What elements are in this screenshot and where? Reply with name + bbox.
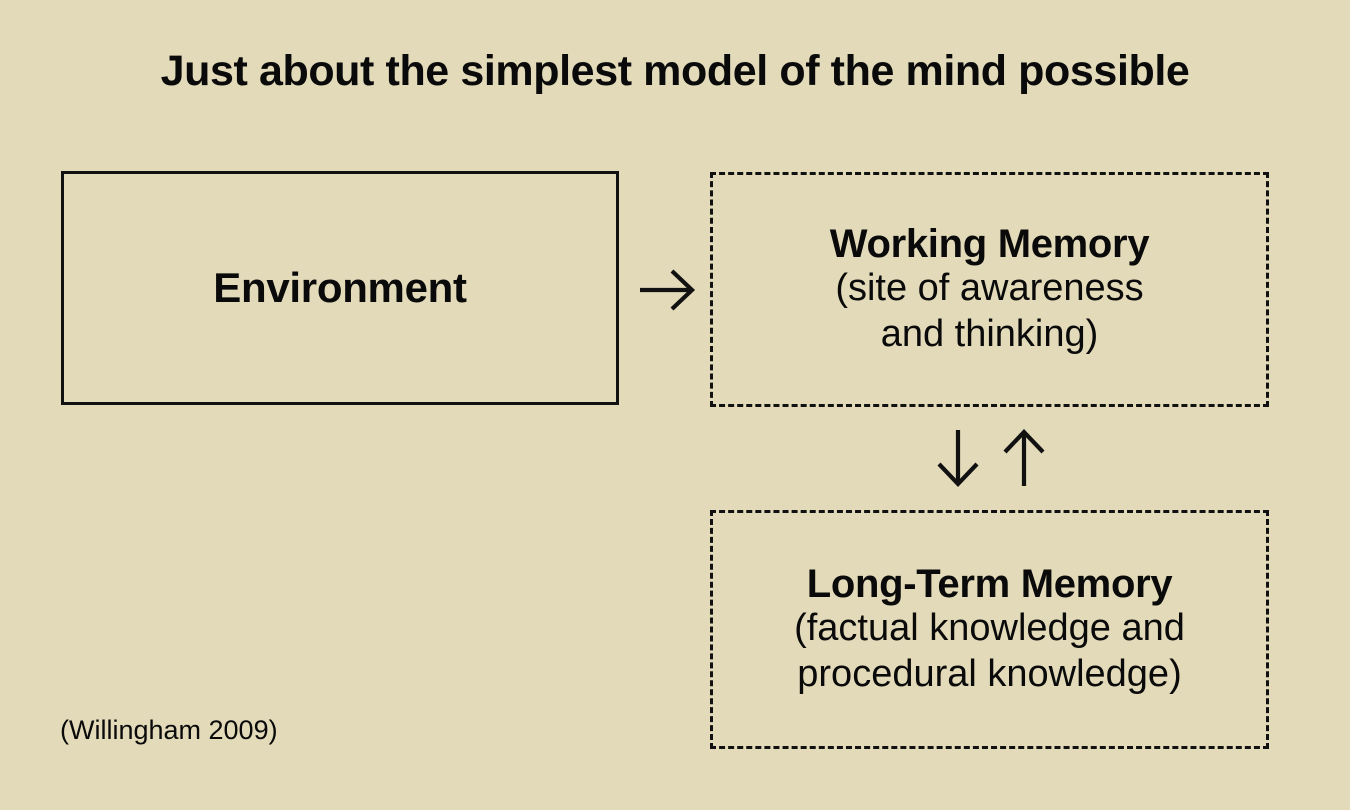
page-title: Just about the simplest model of the min…	[160, 47, 1190, 95]
node-long-term-memory: Long-Term Memory (factual knowledge and …	[710, 510, 1269, 749]
node-working-memory: Working Memory (site of awareness and th…	[710, 172, 1269, 407]
node-environment-heading: Environment	[213, 264, 467, 312]
node-long-term-memory-subline-1: (factual knowledge and	[794, 607, 1185, 650]
node-working-memory-heading: Working Memory	[829, 221, 1150, 266]
node-working-memory-subline-1: (site of awareness	[835, 267, 1144, 310]
arrow-down-icon	[930, 424, 986, 492]
arrow-right-glyph	[640, 269, 696, 311]
node-long-term-memory-heading: Long-Term Memory	[806, 561, 1173, 606]
arrow-right-icon	[634, 262, 700, 318]
node-long-term-memory-subline-2: procedural knowledge)	[797, 652, 1182, 695]
node-working-memory-subline-2: and thinking)	[880, 312, 1099, 355]
arrow-down-glyph	[937, 430, 979, 488]
citation-text: (Willingham 2009)	[60, 715, 278, 745]
arrow-up-glyph	[1003, 428, 1045, 486]
node-environment: Environment	[61, 171, 619, 405]
arrow-up-icon	[996, 424, 1052, 492]
